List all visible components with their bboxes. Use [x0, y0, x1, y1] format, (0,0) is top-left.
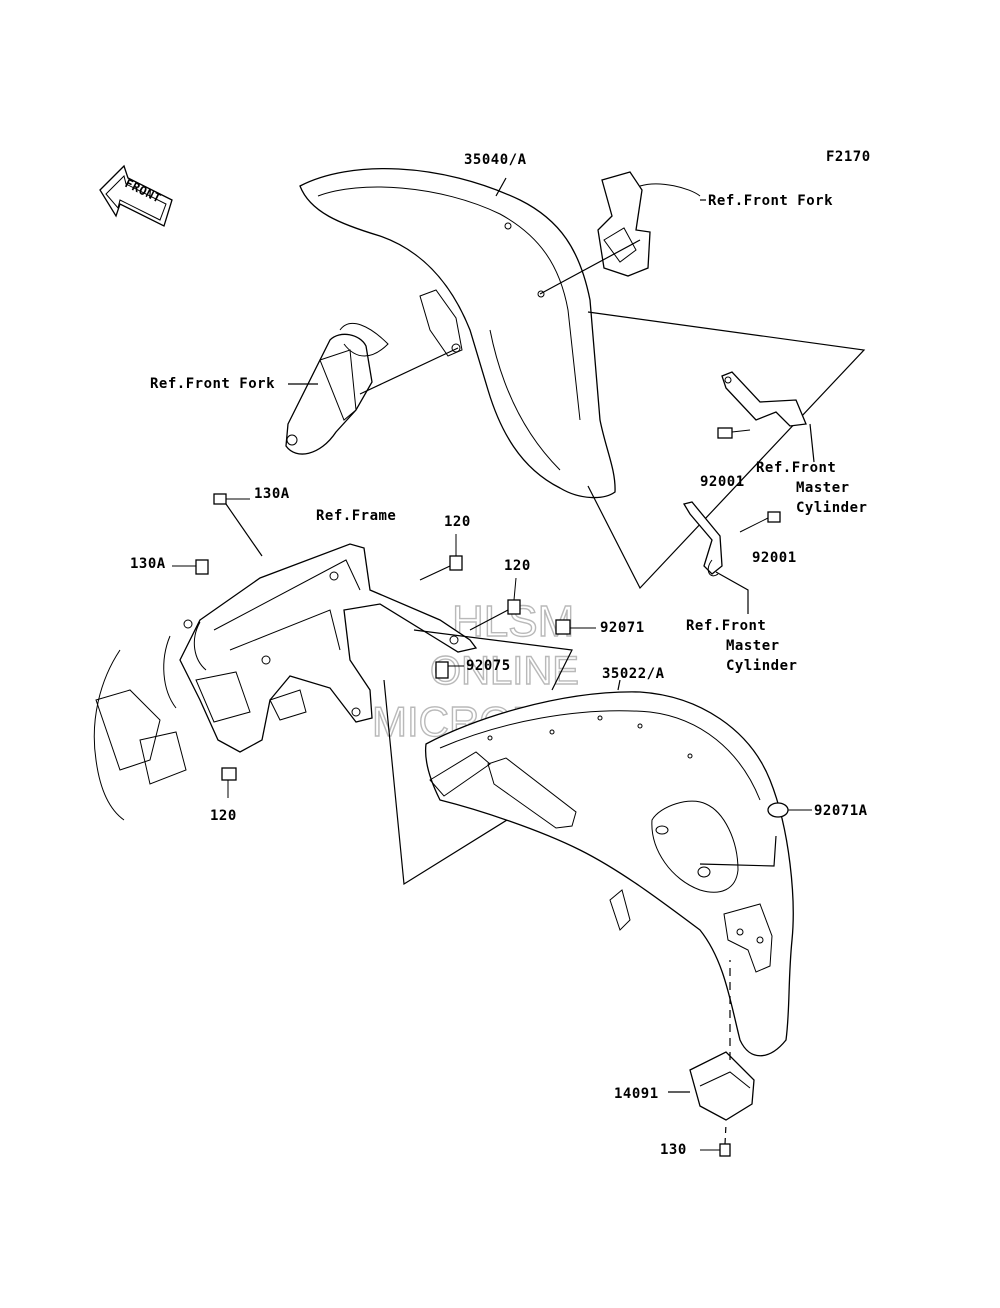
- front-arrow-icon: FRONT: [99, 164, 173, 227]
- frame: [93, 543, 478, 821]
- leader-fender-fork: [539, 239, 641, 295]
- part-92071: [555, 619, 596, 635]
- bolt-130a-upper: [213, 493, 263, 557]
- front-fork-left: [285, 322, 389, 455]
- label-ref-master-cyl-upper-2: Master: [796, 480, 850, 496]
- label-ref-master-cyl-upper-3: Cylinder: [796, 500, 867, 516]
- label-35022: 35022/A: [602, 666, 665, 682]
- bolt-120-mid: [469, 577, 521, 631]
- figure-code: F2170: [826, 149, 871, 165]
- label-ref-front-fork-left: Ref.Front Fork: [150, 376, 275, 392]
- label-ref-master-cyl-lower-3: Cylinder: [726, 658, 797, 674]
- leader-fender-fork-left: [359, 347, 459, 395]
- label-120-upper: 120: [444, 514, 471, 530]
- label-ref-master-cyl-upper-1: Ref.Front: [756, 460, 836, 476]
- label-ref-frame: Ref.Frame: [316, 508, 396, 524]
- leader-fender-bracket: [587, 311, 866, 590]
- label-120-lower: 120: [210, 808, 237, 824]
- label-120-mid: 120: [504, 558, 531, 574]
- bolt-92001-upper: [717, 427, 751, 439]
- rear-fender: [424, 691, 794, 1057]
- label-14091: 14091: [614, 1086, 659, 1102]
- part-14091: [668, 960, 755, 1121]
- front-fender: [299, 167, 616, 499]
- bolt-120-lower: [221, 767, 237, 798]
- master-cylinder-bracket-upper: [721, 371, 815, 463]
- part-92071a: [767, 802, 812, 818]
- bolt-92001-lower: [739, 511, 781, 533]
- leader-frame-fender-2: [413, 629, 573, 691]
- front-fork-upper: [597, 171, 701, 277]
- label-130a-lower: 130A: [130, 556, 166, 572]
- label-92071a: 92071A: [814, 803, 868, 819]
- label-ref-master-cyl-lower-2: Master: [726, 638, 780, 654]
- leader-35040: [495, 177, 507, 197]
- label-130a-upper: 130A: [254, 486, 290, 502]
- leader-35022: [617, 679, 621, 691]
- leader-92071a: [699, 835, 777, 867]
- part-92075: [435, 661, 464, 679]
- label-35040: 35040/A: [464, 152, 527, 168]
- bolt-130a-lower: [172, 559, 209, 575]
- label-92001-upper: 92001: [700, 474, 745, 490]
- label-92001-lower: 92001: [752, 550, 797, 566]
- label-130: 130: [660, 1142, 687, 1158]
- label-92071: 92071: [600, 620, 645, 636]
- label-92075: 92075: [466, 658, 511, 674]
- master-cylinder-bracket-lower: [682, 501, 749, 614]
- bolt-120-upper: [419, 534, 463, 581]
- bolt-130: [700, 1123, 731, 1157]
- label-ref-front-fork-upper: Ref.Front Fork: [708, 193, 833, 209]
- label-ref-master-cyl-lower-1: Ref.Front: [686, 618, 766, 634]
